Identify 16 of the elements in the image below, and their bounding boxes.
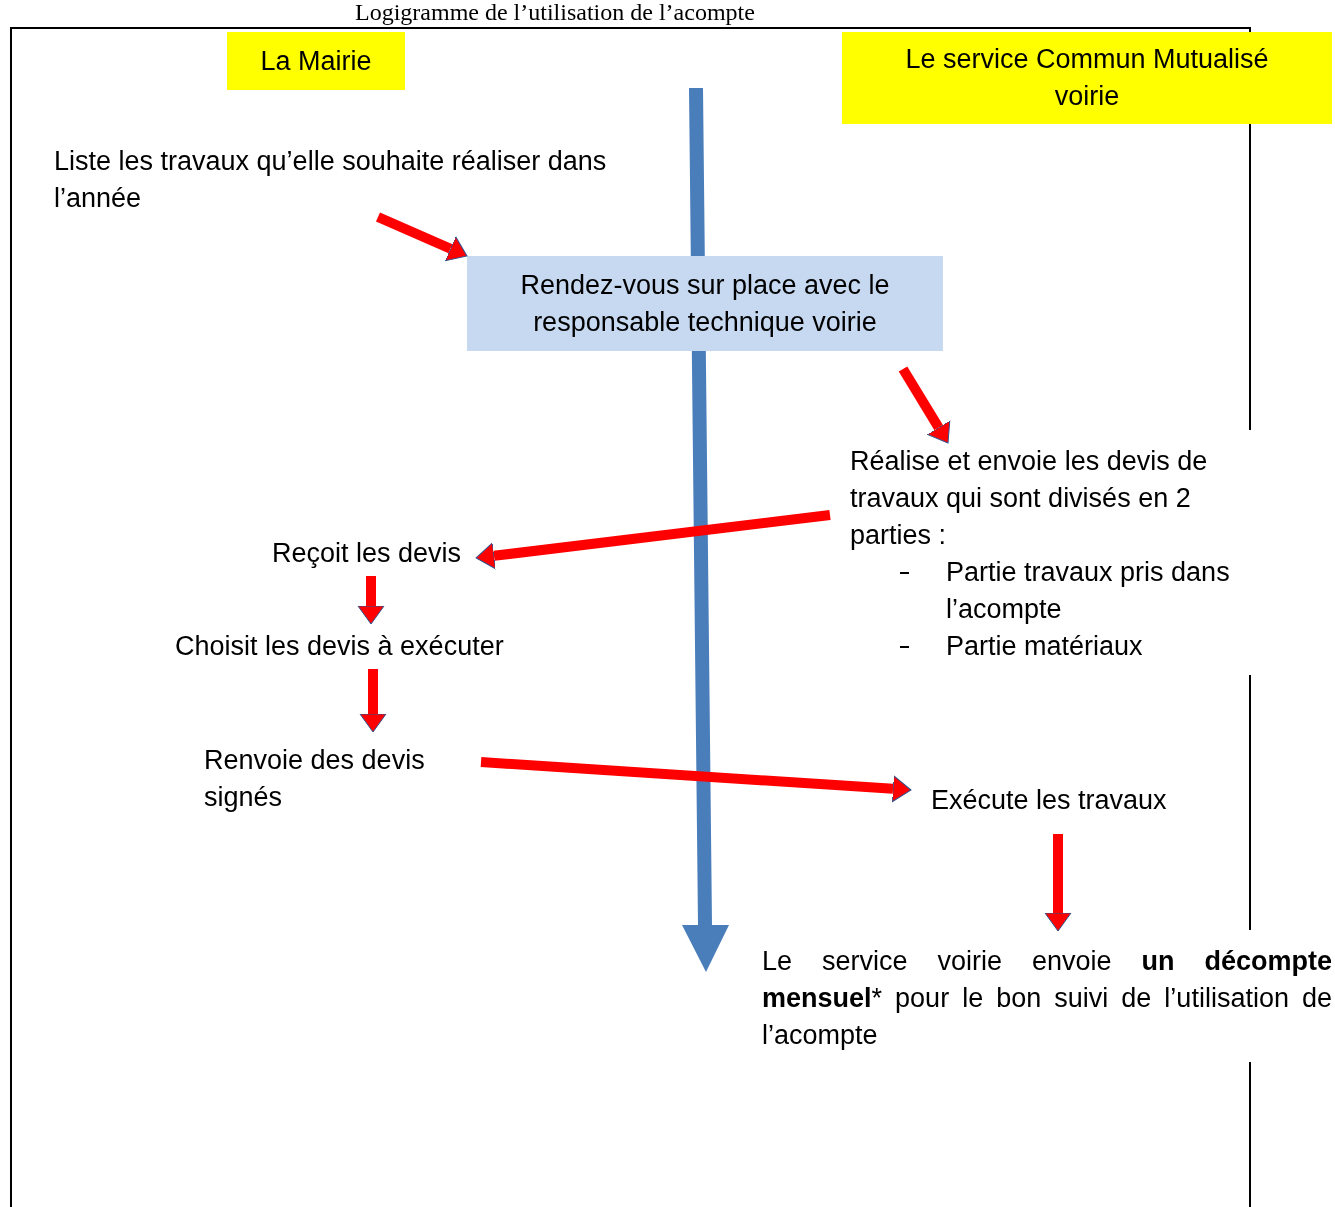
step-text: Liste les travaux qu’elle souhaite réaliser dans l’année (54, 145, 608, 215)
step-text: Le service Commun Mutualisé voirie (904, 43, 1270, 113)
list-item: Partie matériaux (946, 630, 1144, 663)
step-text: Renvoie des devis signés (204, 744, 426, 814)
step-text: Rendez-vous sur place avec le responsable technique voirie (519, 268, 891, 339)
step-text: Choisit les devis à exécuter (175, 630, 504, 663)
lane-header (227, 32, 405, 90)
step-text: Réalise et envoie les devis de travaux qui sont divisés en 2 parties : (850, 445, 1209, 552)
step-text: Le service voirie envoie un décompte mensuel* pour le bon suivi de l’utilisation de l’acompte (762, 945, 1332, 1052)
step-text: La Mairie (260, 44, 372, 78)
step-text: Exécute les travaux (931, 784, 1167, 817)
process-box (467, 256, 943, 351)
list-item: Partie travaux pris dans l’acompte (946, 556, 1231, 626)
lane-header (842, 32, 1332, 124)
diagram-title: Logigramme de l’utilisation de l’acompte (355, 0, 755, 26)
step-text: Reçoit les devis (272, 537, 462, 570)
